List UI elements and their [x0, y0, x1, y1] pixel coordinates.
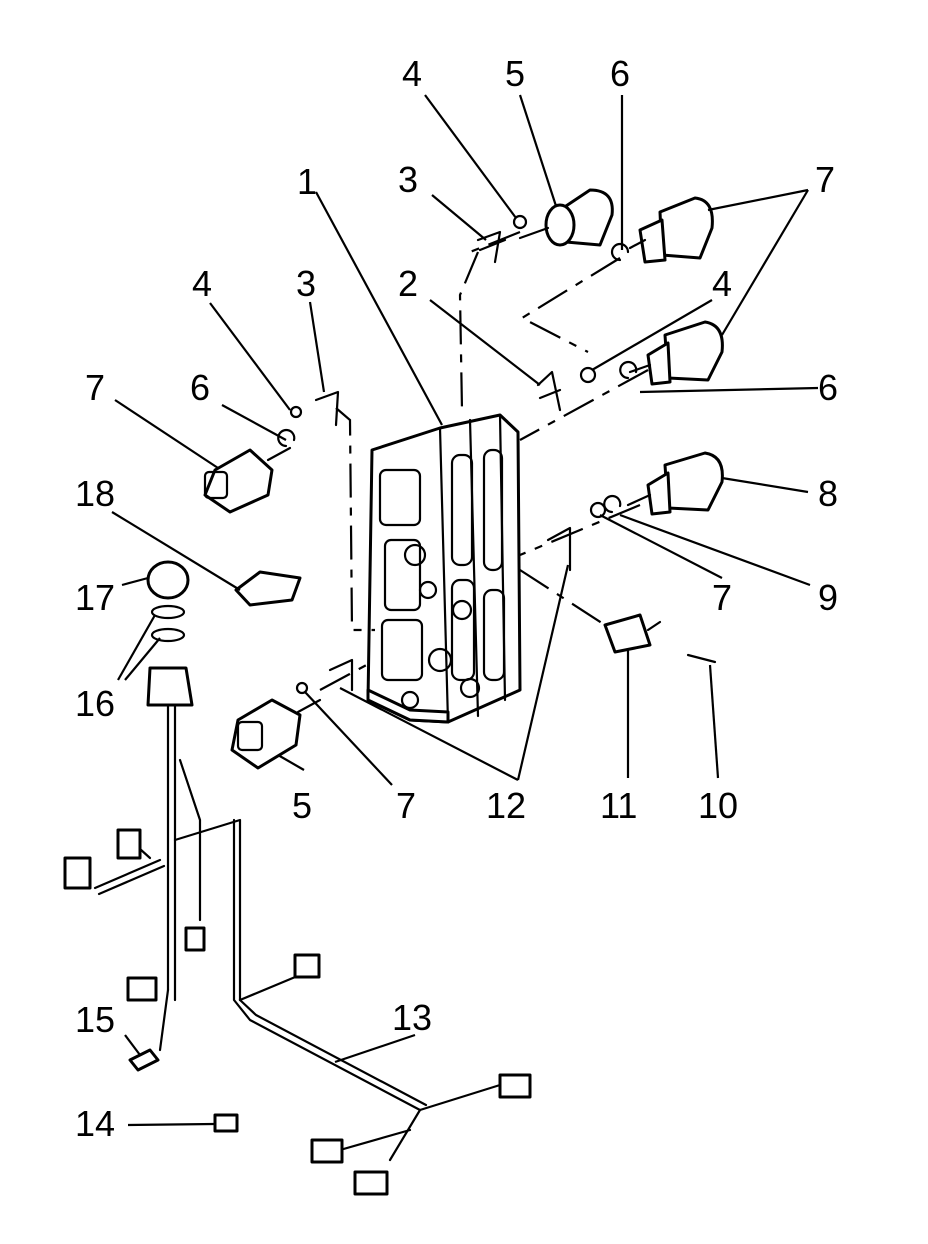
- bracket-18: [234, 570, 302, 607]
- callout-13: 13: [392, 997, 432, 1038]
- sensor-11: [603, 613, 662, 654]
- callout-7: 7: [85, 367, 105, 408]
- callout-1: 1: [297, 161, 317, 202]
- solenoid-8: [626, 451, 724, 516]
- solenoid-7-mid: [628, 320, 724, 386]
- solenoid-5-lower: [230, 698, 322, 770]
- callout-15: 15: [75, 999, 115, 1040]
- callout-11: 11: [600, 785, 637, 826]
- wiring-harness: [63, 703, 532, 1196]
- callout-4: 4: [712, 263, 732, 304]
- cap-17-seals-16: [146, 560, 194, 707]
- small-hardware: [277, 214, 717, 695]
- callout-10: 10: [698, 785, 738, 826]
- callout-17: 17: [75, 577, 115, 618]
- callout-5: 5: [292, 785, 312, 826]
- callout-6: 6: [190, 367, 210, 408]
- alignment-lines: [319, 230, 649, 691]
- callout-4: 4: [192, 263, 212, 304]
- callout-5: 5: [505, 53, 525, 94]
- callout-6: 6: [818, 367, 838, 408]
- callout-9: 9: [818, 577, 838, 618]
- valve-body: [366, 413, 522, 724]
- callout-7: 7: [712, 577, 732, 618]
- callout-3: 3: [398, 159, 418, 200]
- callout-labels: 1 2 3 3 4 4 4 5 5 6 6 6 7 7 7 7 8 9 10 1…: [75, 53, 838, 1144]
- callout-18: 18: [75, 473, 115, 514]
- callout-14: 14: [75, 1103, 115, 1144]
- callout-7: 7: [815, 159, 835, 200]
- callout-6: 6: [610, 53, 630, 94]
- solenoid-7-left: [203, 446, 292, 514]
- solenoid-7-upper: [628, 196, 714, 264]
- callout-4: 4: [402, 53, 422, 94]
- callout-3: 3: [296, 263, 316, 304]
- leader-lines: [111, 94, 819, 1127]
- callout-2: 2: [398, 263, 418, 304]
- callout-16: 16: [75, 683, 115, 724]
- solenoid-5-upper: [518, 188, 614, 247]
- callout-7: 7: [396, 785, 416, 826]
- callout-8: 8: [818, 473, 838, 514]
- callout-12: 12: [486, 785, 526, 826]
